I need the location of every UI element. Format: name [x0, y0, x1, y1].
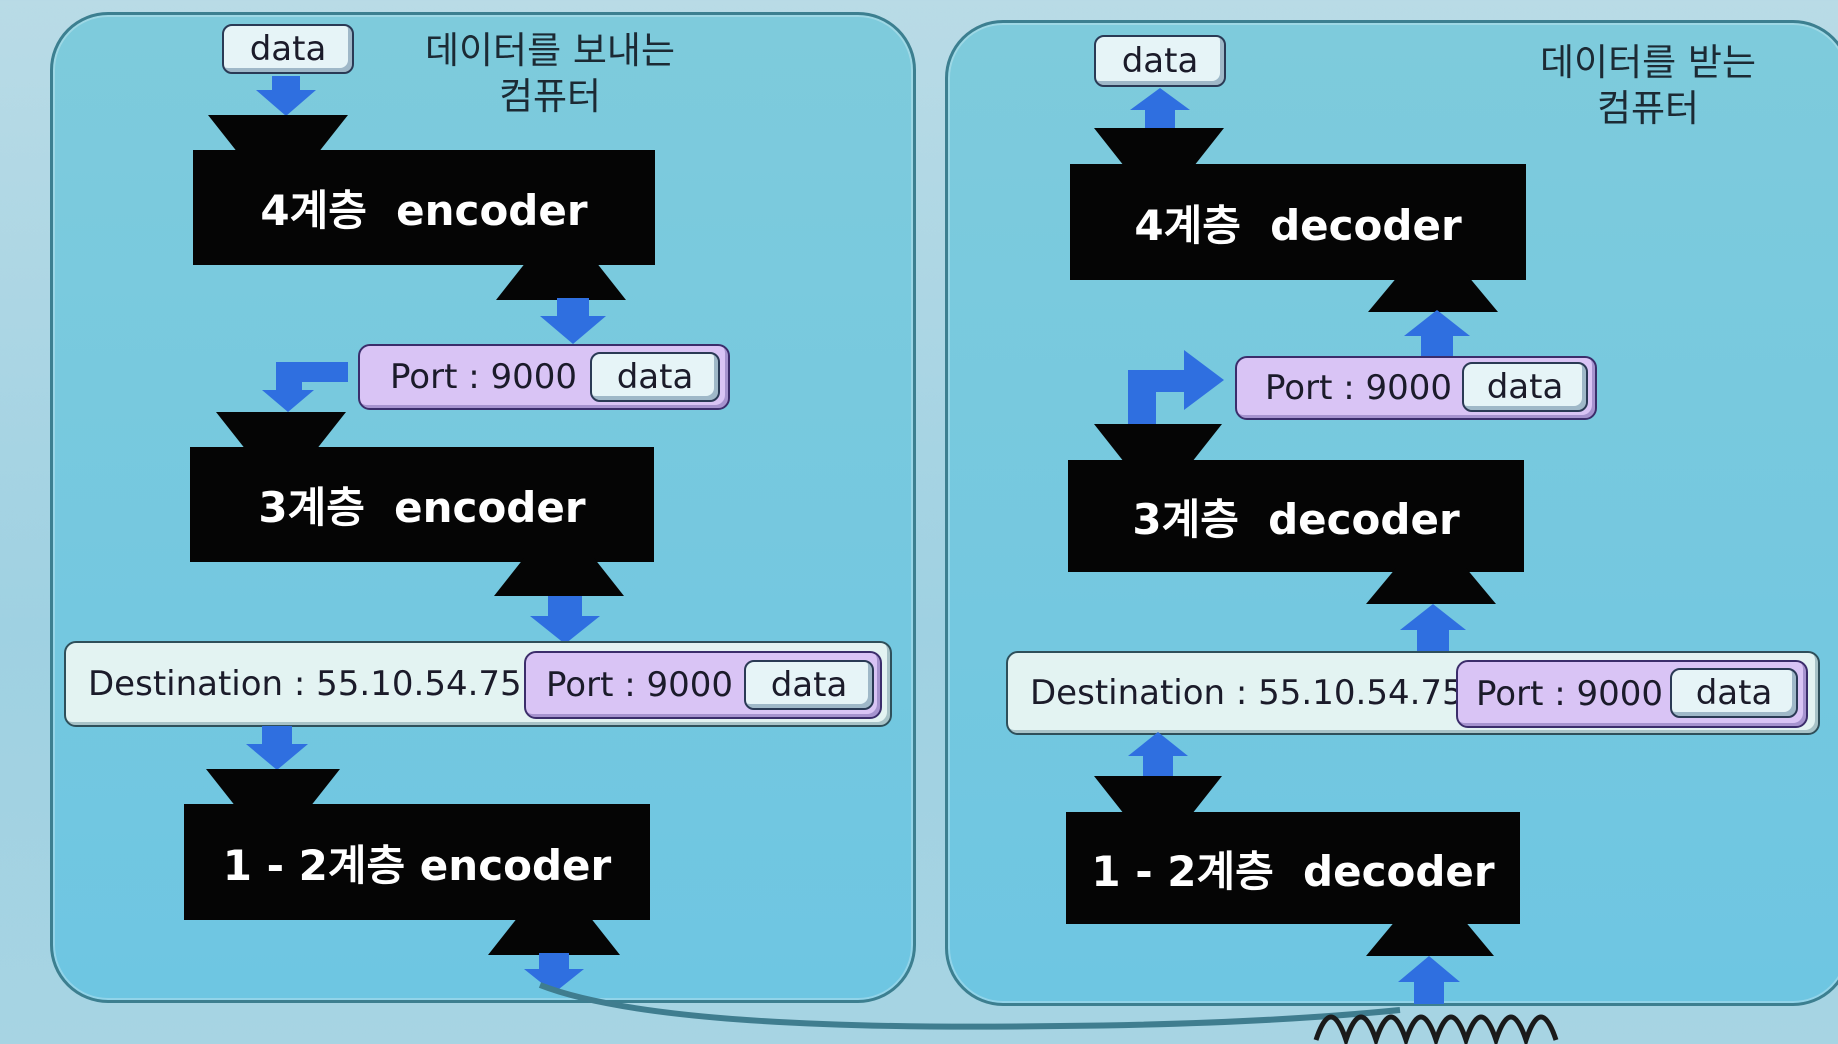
up-arrow-icon — [1398, 956, 1460, 1004]
sender-heading: 데이터를 보내는 컴퓨터 — [424, 29, 676, 118]
encoder-input-funnel — [216, 412, 346, 450]
sender-layer12-encoder: 1 - 2계층 encoder — [184, 804, 650, 920]
down-arrow-icon — [246, 726, 308, 770]
down-arrow-icon — [540, 298, 606, 344]
receiver-data-box: data — [1094, 35, 1226, 87]
down-arrow-icon — [524, 953, 584, 993]
sender-dest-port-text: Port : 9000 — [546, 665, 733, 705]
decoder-input-funnel — [1094, 128, 1224, 166]
receiver-destination-text: Destination : 55.10.54.75 — [1030, 673, 1464, 713]
receiver-layer4-decoder: 4계층 decoder — [1070, 164, 1526, 280]
sender-destination-text: Destination : 55.10.54.75 — [88, 664, 522, 704]
encoder-input-funnel — [206, 769, 340, 807]
receiver-port-data-box: data — [1462, 362, 1588, 412]
decoder-output-funnel — [1366, 568, 1496, 604]
up-arrow-icon — [1128, 732, 1188, 776]
sender-port-data-box: data — [590, 352, 720, 402]
encoder-output-funnel — [494, 558, 624, 596]
decoder-input-funnel — [1094, 776, 1222, 814]
receiver-port-text: Port : 9000 — [1265, 368, 1452, 408]
decoder-output-funnel — [1368, 276, 1498, 312]
encoder-output-funnel — [488, 917, 620, 955]
bent-right-arrow-icon — [1128, 350, 1224, 430]
receiver-layer3-decoder: 3계층 decoder — [1068, 460, 1524, 572]
receiver-heading: 데이터를 받는 컴퓨터 — [1539, 41, 1756, 130]
receiver-dest-port-text: Port : 9000 — [1476, 674, 1663, 714]
signal-wave-icon — [1313, 1014, 1559, 1044]
bent-down-arrow-icon — [262, 362, 348, 412]
up-arrow-icon — [1400, 604, 1466, 652]
up-arrow-icon — [1404, 310, 1470, 356]
down-arrow-icon — [256, 76, 316, 116]
sender-data-box: data — [222, 24, 354, 74]
sender-layer3-encoder: 3계층 encoder — [190, 447, 654, 562]
sender-dest-data-box: data — [744, 660, 874, 710]
receiver-dest-data-box: data — [1670, 668, 1798, 718]
sender-layer4-encoder: 4계층 encoder — [193, 150, 655, 265]
network-cable — [538, 982, 1401, 1030]
down-arrow-icon — [530, 596, 600, 644]
receiver-layer12-decoder: 1 - 2계층 decoder — [1066, 812, 1520, 924]
encoder-input-funnel — [208, 115, 348, 153]
encoder-output-funnel — [496, 262, 626, 300]
decoder-input-funnel — [1094, 424, 1222, 462]
up-arrow-icon — [1130, 88, 1190, 132]
decoder-output-funnel — [1366, 920, 1494, 956]
sender-port-text: Port : 9000 — [390, 357, 577, 397]
